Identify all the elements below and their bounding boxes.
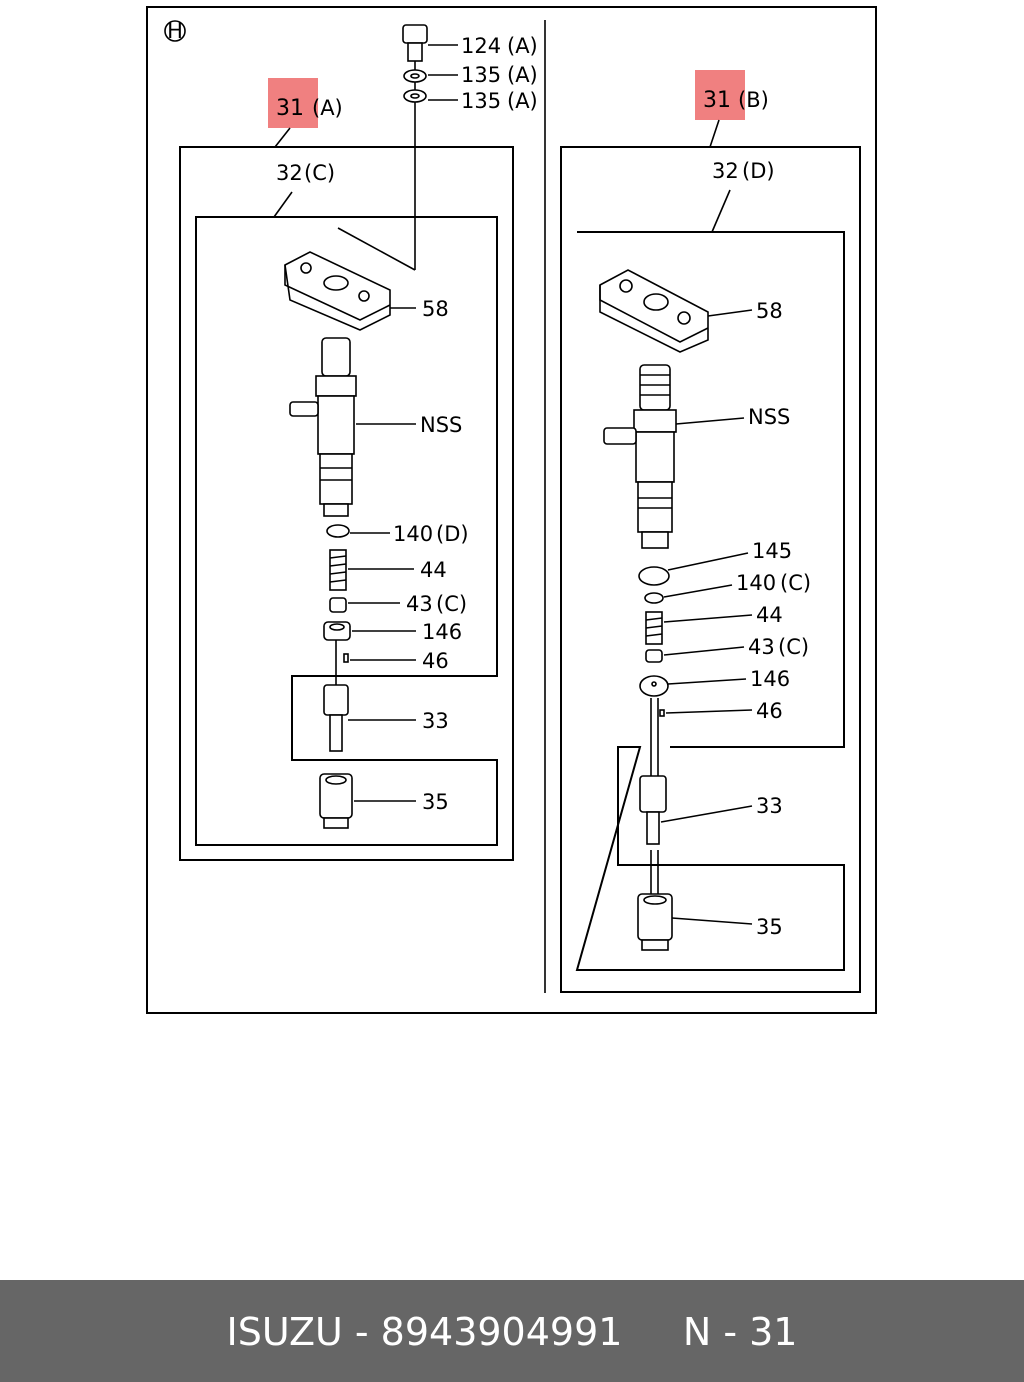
highlight-31a <box>268 78 318 128</box>
right-label-145: 145 <box>752 539 792 563</box>
left-inner-box <box>195 216 498 846</box>
left-label-140: 140 <box>393 522 433 546</box>
left-label-140-var: (D) <box>436 522 469 546</box>
left-label-146: 146 <box>422 620 462 644</box>
left-spring <box>329 549 347 591</box>
label-124: 124 <box>461 34 501 58</box>
right-label-35: 35 <box>756 915 783 939</box>
washer-135-b <box>403 89 427 103</box>
left-label-35: 35 <box>422 790 449 814</box>
label-31b: 31 <box>703 88 731 113</box>
label-135-a-var: (A) <box>507 63 538 87</box>
label-124-var: (A) <box>507 34 538 58</box>
right-label-146: 146 <box>750 667 790 691</box>
right-label-46: 46 <box>756 699 783 723</box>
left-label-43-var: (C) <box>436 592 467 616</box>
right-nut <box>637 893 673 951</box>
right-spring <box>645 611 663 645</box>
left-label-nss: NSS <box>420 413 462 437</box>
left-seat <box>329 597 347 613</box>
parts-diagram: H 124 (A) 135 (A) 135 (A) 31 (A) 32 (C) … <box>146 6 877 1014</box>
label-32d: 32 <box>712 159 739 183</box>
sheet-marker: H <box>164 19 186 43</box>
label-31a: 31 <box>276 96 304 121</box>
right-nozzle <box>639 775 667 845</box>
right-outer-box <box>560 146 861 993</box>
right-label-43: 43 <box>748 635 775 659</box>
label-135-a: 135 <box>461 63 501 87</box>
right-label-140: 140 <box>736 571 776 595</box>
footer-bar: ISUZU - 8943904991 N - 31 <box>0 1280 1024 1382</box>
left-clamp <box>284 227 416 331</box>
left-spacer <box>323 621 351 641</box>
right-label-33: 33 <box>756 794 783 818</box>
label-135-b: 135 <box>461 89 501 113</box>
right-label-140-var: (C) <box>780 571 811 595</box>
right-label-43-var: (C) <box>778 635 809 659</box>
left-nozzle <box>323 684 349 752</box>
washer-135-a <box>403 69 427 83</box>
left-label-58: 58 <box>422 297 449 321</box>
right-inner-box <box>575 231 845 971</box>
label-31b-var: (B) <box>738 88 769 112</box>
label-32c: 32 <box>276 161 303 185</box>
label-32c-var: (C) <box>304 161 335 185</box>
left-shim <box>326 524 350 538</box>
left-label-46: 46 <box>422 649 449 673</box>
right-seat <box>645 649 663 663</box>
right-injector-body <box>603 364 677 549</box>
left-pin <box>343 653 349 663</box>
right-label-44: 44 <box>756 603 783 627</box>
label-135-b-var: (A) <box>507 89 538 113</box>
left-label-33: 33 <box>422 709 449 733</box>
left-label-43: 43 <box>406 592 433 616</box>
right-pin <box>659 709 665 717</box>
diagram-frame <box>146 6 877 1014</box>
label-31a-var: (A) <box>312 96 343 120</box>
right-shim <box>644 592 664 604</box>
left-outer-box <box>179 146 514 861</box>
right-label-nss: NSS <box>748 405 790 429</box>
left-nut <box>319 773 353 829</box>
right-label-58: 58 <box>756 299 783 323</box>
label-32d-var: (D) <box>742 159 775 183</box>
sheet-marker-label: H <box>167 19 183 43</box>
right-spacer <box>639 675 669 697</box>
right-oring <box>638 566 670 586</box>
left-injector-body <box>289 337 357 517</box>
footer-text: ISUZU - 8943904991 N - 31 <box>226 1310 798 1354</box>
highlight-31b <box>695 70 745 120</box>
left-label-44: 44 <box>420 558 447 582</box>
right-clamp <box>599 269 709 353</box>
